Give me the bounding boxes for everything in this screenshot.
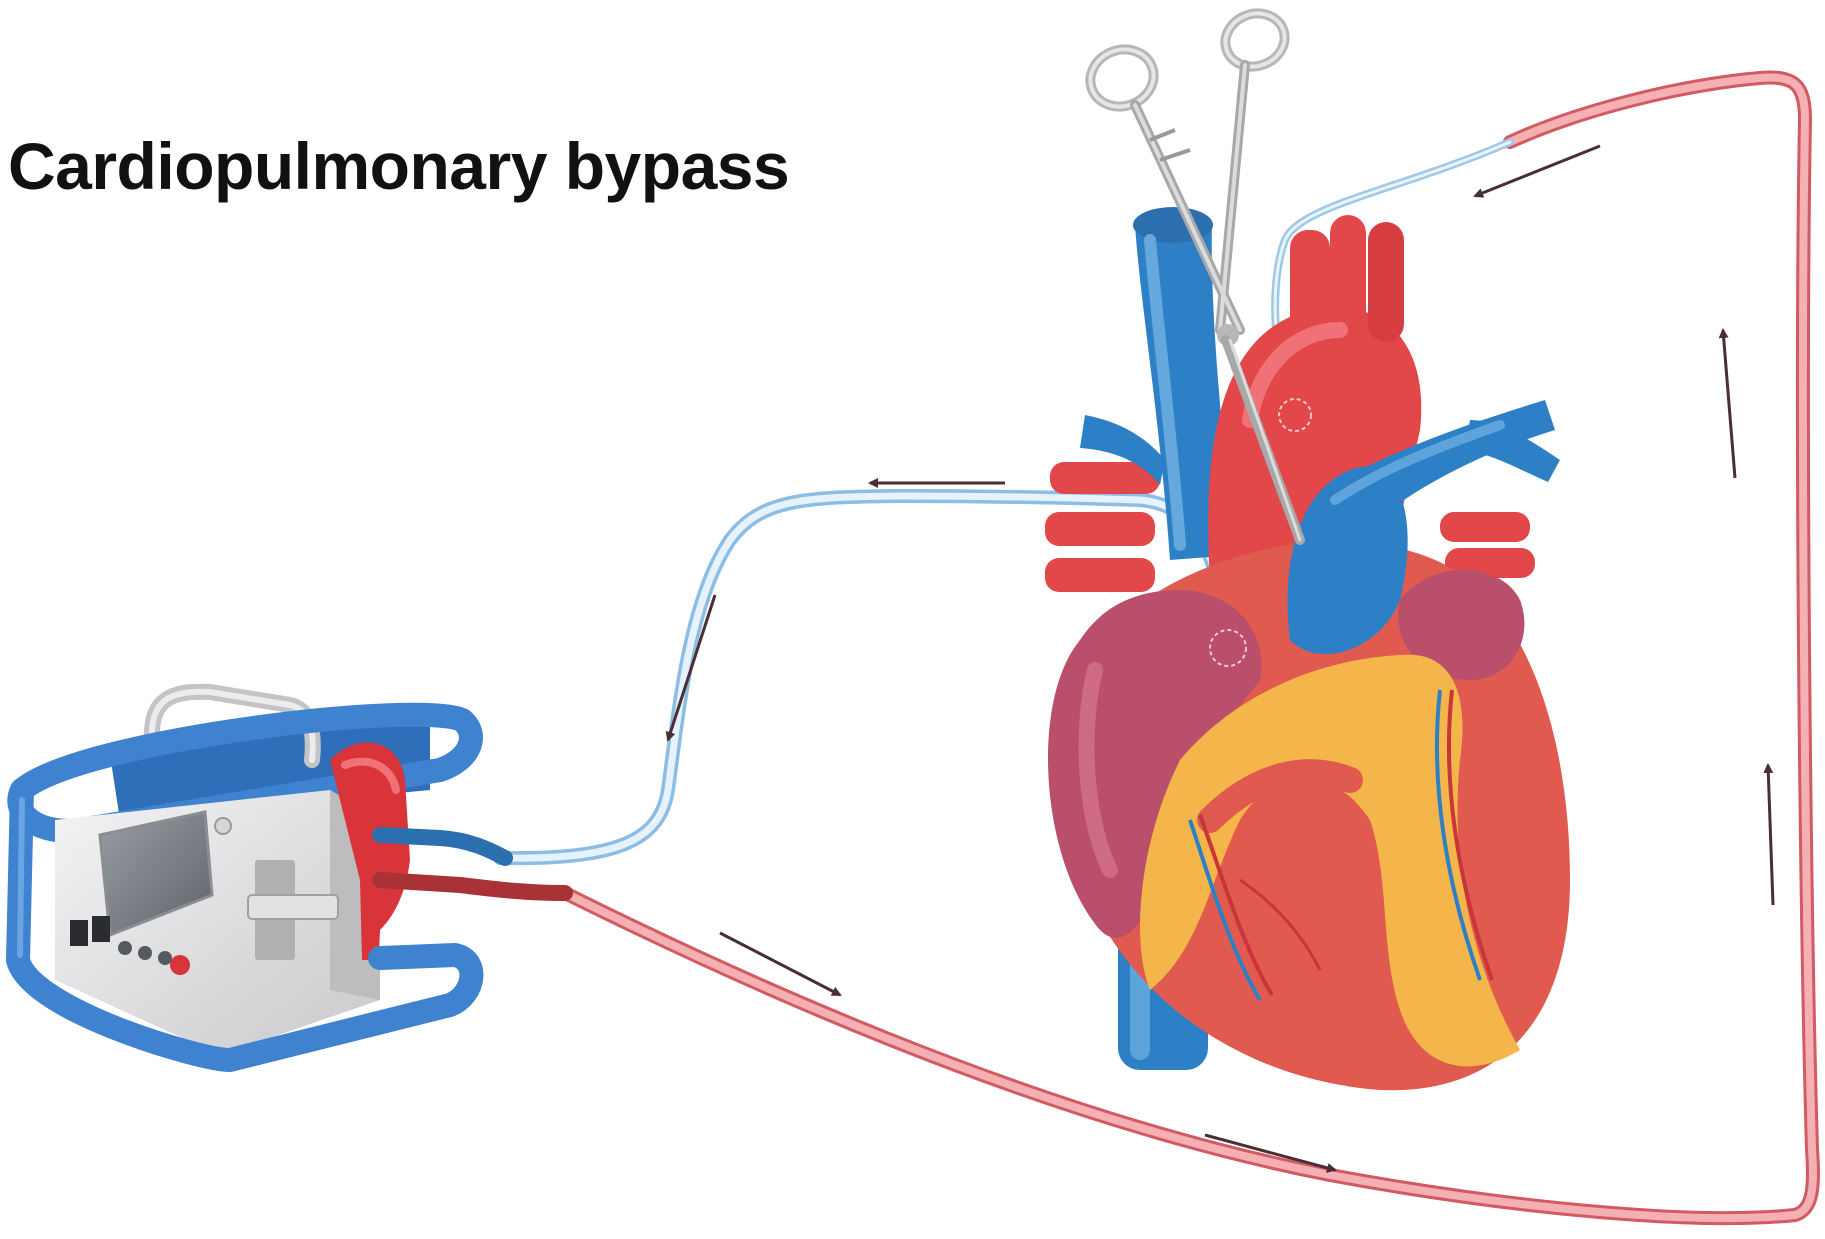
flow-arrow-arterial-1 [720, 933, 840, 995]
flow-arrow-arterial-in [1475, 146, 1600, 196]
anatomical-heart-icon [1045, 207, 1570, 1090]
flow-arrow-arterial-up-1 [1768, 765, 1773, 905]
heart-lung-machine-icon [18, 692, 565, 1060]
flow-arrow-arterial-up-2 [1723, 330, 1735, 478]
